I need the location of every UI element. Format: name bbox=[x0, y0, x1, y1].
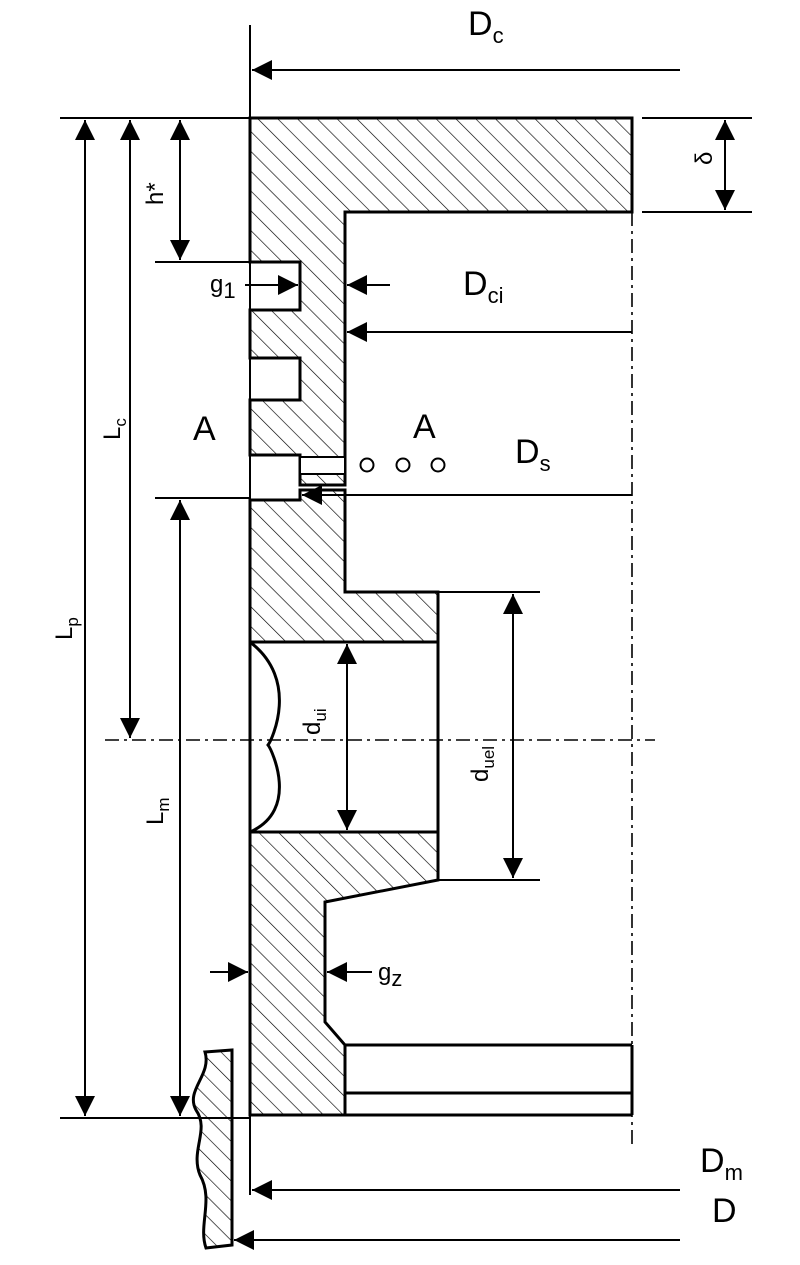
dc-label: Dc bbox=[468, 5, 504, 48]
a-left-label: A bbox=[193, 410, 216, 448]
lm-label: Lm bbox=[142, 797, 173, 825]
gz-label: gz bbox=[378, 959, 402, 991]
piston-crown-section bbox=[248, 116, 634, 487]
cylinder-wall-fragment bbox=[192, 1048, 234, 1250]
delta-label: δ bbox=[691, 152, 718, 165]
dci-label: Dci bbox=[463, 265, 503, 308]
lp-label: Lp bbox=[51, 617, 82, 640]
piston-boss-upper-section bbox=[248, 488, 440, 644]
dui-label: dui bbox=[299, 708, 330, 735]
ds-label: Ds bbox=[515, 433, 551, 476]
piston-skirt-section bbox=[248, 830, 440, 1117]
oil-hole-2 bbox=[395, 457, 411, 473]
oil-hole-3 bbox=[430, 457, 446, 473]
a-right-label: A bbox=[413, 408, 436, 446]
duel-label: duel bbox=[467, 746, 498, 782]
d-label: D bbox=[712, 1192, 737, 1230]
h-star-label: h* bbox=[142, 182, 169, 205]
lc-label: Lc bbox=[99, 418, 130, 440]
pin-bore-curve bbox=[249, 640, 281, 834]
dm-label: Dm bbox=[700, 1142, 743, 1185]
oil-drain-passage bbox=[299, 456, 346, 475]
g1-label: g1 bbox=[210, 271, 236, 303]
oil-hole-1 bbox=[359, 457, 375, 473]
